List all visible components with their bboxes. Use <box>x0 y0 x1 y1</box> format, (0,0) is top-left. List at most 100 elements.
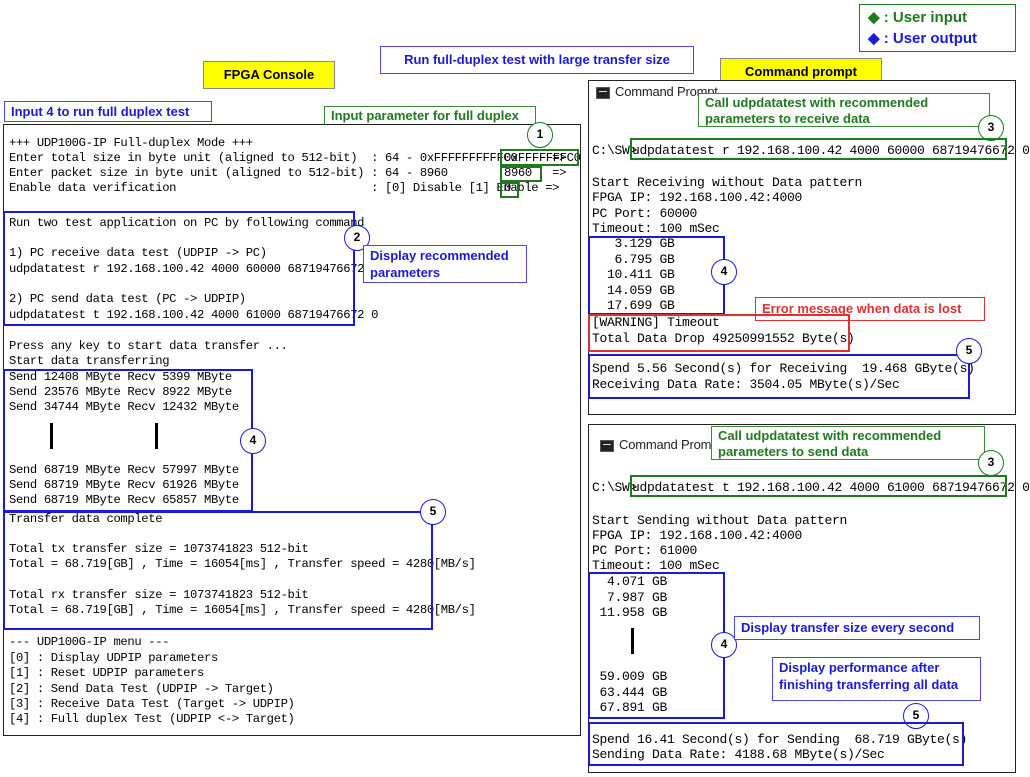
send-summary-2: Sending Data Rate: 4188.68 MByte(s)/Sec <box>592 747 885 762</box>
marker-5: 5 <box>420 499 446 525</box>
fpga-console-title: FPGA Console <box>203 61 335 89</box>
send-progress-5: 63.444 GB <box>592 685 668 700</box>
receive-error-highlight <box>588 314 850 352</box>
receive-progress-3: 10.411 GB <box>592 267 675 282</box>
receive-error-1: [WARNING] Timeout <box>592 315 720 330</box>
receive-progress-4: 14.059 GB <box>592 283 675 298</box>
receive-window: Command Prompt C:\SW> udpdatatest r 192.… <box>588 80 1030 415</box>
send-info-2: FPGA IP: 192.168.100.42:4000 <box>592 528 803 543</box>
fpga-console: +++ UDP100G-IP Full-duplex Mode +++ Ente… <box>3 124 581 736</box>
send-progress-2: 7.987 GB <box>592 590 668 605</box>
send-perf-note: Display performance after finishing tran… <box>772 657 981 701</box>
send-command-highlight <box>630 475 1007 497</box>
fpga-result-4: Total = 68.719[GB] , Time = 16054[ms] , … <box>9 557 476 571</box>
fpga-progress-6: Send 68719 MByte Recv 65857 MByte <box>9 493 239 507</box>
send-progress-6: 67.891 GB <box>592 700 668 715</box>
receive-info-2: FPGA IP: 192.168.100.42:4000 <box>592 190 803 205</box>
send-size-note: Display transfer size every second <box>734 616 980 640</box>
legend-box: ◆ : User input ◆ : User output <box>859 4 1016 52</box>
receive-command-highlight <box>630 138 1007 160</box>
receive-error-note: Error message when data is lost <box>755 297 985 321</box>
send-window-title: Command Prompt <box>619 437 722 452</box>
fpga-result-3: Total tx transfer size = 1073741823 512-… <box>9 542 309 556</box>
receive-title-icon <box>596 87 610 99</box>
fpga-result-6: Total rx transfer size = 1073741823 512-… <box>9 588 309 602</box>
fpga-progress-1: Send 12408 MByte Recv 5399 MByte <box>9 370 232 384</box>
headline: Run full-duplex test with large transfer… <box>380 46 694 74</box>
receive-error-2: Total Data Drop 49250991552 Byte(s) <box>592 331 855 346</box>
marker-3: 3 <box>978 450 1004 476</box>
fpga-progress-5: Send 68719 MByte Recv 61926 MByte <box>9 478 239 492</box>
marker-5: 5 <box>903 703 929 729</box>
receive-prompt: C:\SW> <box>592 143 638 158</box>
marker-5: 5 <box>956 338 982 364</box>
send-progress-ellipsis-bar <box>631 628 634 654</box>
fpga-input-note: Input 4 to run full duplex test <box>4 101 212 122</box>
send-info-4: Timeout: 100 mSec <box>592 558 720 573</box>
fpga-progress-3: Send 34744 MByte Recv 12432 MByte <box>9 400 239 414</box>
fpga-result-7: Total = 68.719[GB] , Time = 16054[ms] , … <box>9 603 476 617</box>
legend-user-input: ◆ : User input <box>868 9 968 26</box>
send-info-3: PC Port: 61000 <box>592 543 698 558</box>
fpga-total-size-line: Enter total size in byte unit (aligned t… <box>9 151 567 165</box>
receive-progress-1: 3.129 GB <box>592 236 675 251</box>
receive-command[interactable]: udpdatatest r 192.168.100.42 4000 60000 … <box>632 143 1030 158</box>
receive-call-note: Call udpdatatest with recommended parame… <box>698 93 990 127</box>
fpga-verify-line: Enable data verification : [0] Disable [… <box>9 181 560 195</box>
fpga-menu-item-2[interactable]: [2] : Send Data Test (UDPIP -> Target) <box>9 682 274 696</box>
legend-user-output: ◆ : User output <box>868 30 978 47</box>
marker-3: 3 <box>978 115 1004 141</box>
fpga-recommend-line-7: udpdatatest t 192.168.100.42 4000 61000 … <box>9 308 379 322</box>
fpga-verify-input[interactable]: 0 <box>504 181 511 195</box>
fpga-recommend-line-4: udpdatatest r 192.168.100.42 4000 60000 … <box>9 262 379 276</box>
fpga-press-line: Press any key to start data transfer ... <box>9 339 288 353</box>
receive-info-4: Timeout: 100 mSec <box>592 221 720 236</box>
fpga-total-size-input[interactable]: 0xFFFFFFFC0 <box>504 151 581 165</box>
fpga-input-highlight <box>500 182 519 198</box>
send-prompt: C:\SW> <box>592 480 638 495</box>
fpga-menu-item-4[interactable]: [4] : Full duplex Test (UDPIP <-> Target… <box>9 712 295 726</box>
result-highlight <box>3 511 433 630</box>
fpga-progress-2: Send 23576 MByte Recv 8922 MByte <box>9 385 232 399</box>
fpga-param-note: Input parameter for full duplex <box>324 106 536 128</box>
send-summary-highlight <box>588 722 964 766</box>
send-title-icon <box>600 440 614 452</box>
receive-summary-2: Receiving Data Rate: 3504.05 MByte(s)/Se… <box>592 377 900 392</box>
recommend-note: Display recommended parameters <box>363 245 527 283</box>
fpga-menu-item-3[interactable]: [3] : Receive Data Test (Target -> UDPIP… <box>9 697 295 711</box>
fpga-result-1: Transfer data complete <box>9 512 163 526</box>
receive-progress-5: 17.699 GB <box>592 298 675 313</box>
progress-highlight <box>3 369 253 512</box>
recommend-highlight <box>3 211 355 326</box>
fpga-packet-size-input[interactable]: 8960 <box>504 166 532 180</box>
send-info-1: Start Sending without Data pattern <box>592 513 848 528</box>
fpga-input-highlight <box>500 149 579 166</box>
fpga-progress-ellipsis-bar <box>50 423 53 449</box>
fpga-header-line: +++ UDP100G-IP Full-duplex Mode +++ <box>9 136 253 150</box>
fpga-progress-ellipsis-bar <box>155 423 158 449</box>
fpga-recommend-line-1: Run two test application on PC by follow… <box>9 216 365 230</box>
fpga-menu-item-0[interactable]: [0] : Display UDPIP parameters <box>9 651 218 665</box>
send-progress-highlight <box>588 572 725 719</box>
send-command[interactable]: udpdatatest t 192.168.100.42 4000 61000 … <box>632 480 1030 495</box>
fpga-menu-item-1[interactable]: [1] : Reset UDPIP parameters <box>9 666 204 680</box>
receive-progress-highlight <box>588 236 725 315</box>
marker-1: 1 <box>527 122 553 148</box>
receive-window-title: Command Prompt <box>615 84 718 99</box>
fpga-packet-size-line: Enter packet size in byte unit (aligned … <box>9 166 567 180</box>
fpga-recommend-line-6: 2) PC send data test (PC -> UDPIP) <box>9 292 246 306</box>
receive-summary-1: Spend 5.56 Second(s) for Receiving 19.46… <box>592 361 975 376</box>
marker-4: 4 <box>711 632 737 658</box>
send-window: Command Prompt C:\SW> udpdatatest t 192.… <box>588 424 1030 773</box>
receive-info-1: Start Receiving without Data pattern <box>592 175 863 190</box>
fpga-start-line: Start data transferring <box>9 354 170 368</box>
fpga-progress-4: Send 68719 MByte Recv 57997 MByte <box>9 463 239 477</box>
receive-progress-2: 6.795 GB <box>592 252 675 267</box>
marker-4: 4 <box>711 259 737 285</box>
fpga-menu-title: --- UDP100G-IP menu --- <box>9 635 170 649</box>
fpga-input-highlight <box>500 166 542 182</box>
send-call-note: Call udpdatatest with recommended parame… <box>711 426 985 460</box>
send-progress-3: 11.958 GB <box>592 605 668 620</box>
send-progress-1: 4.071 GB <box>592 574 668 589</box>
fpga-recommend-line-3: 1) PC receive data test (UDPIP -> PC) <box>9 246 267 260</box>
